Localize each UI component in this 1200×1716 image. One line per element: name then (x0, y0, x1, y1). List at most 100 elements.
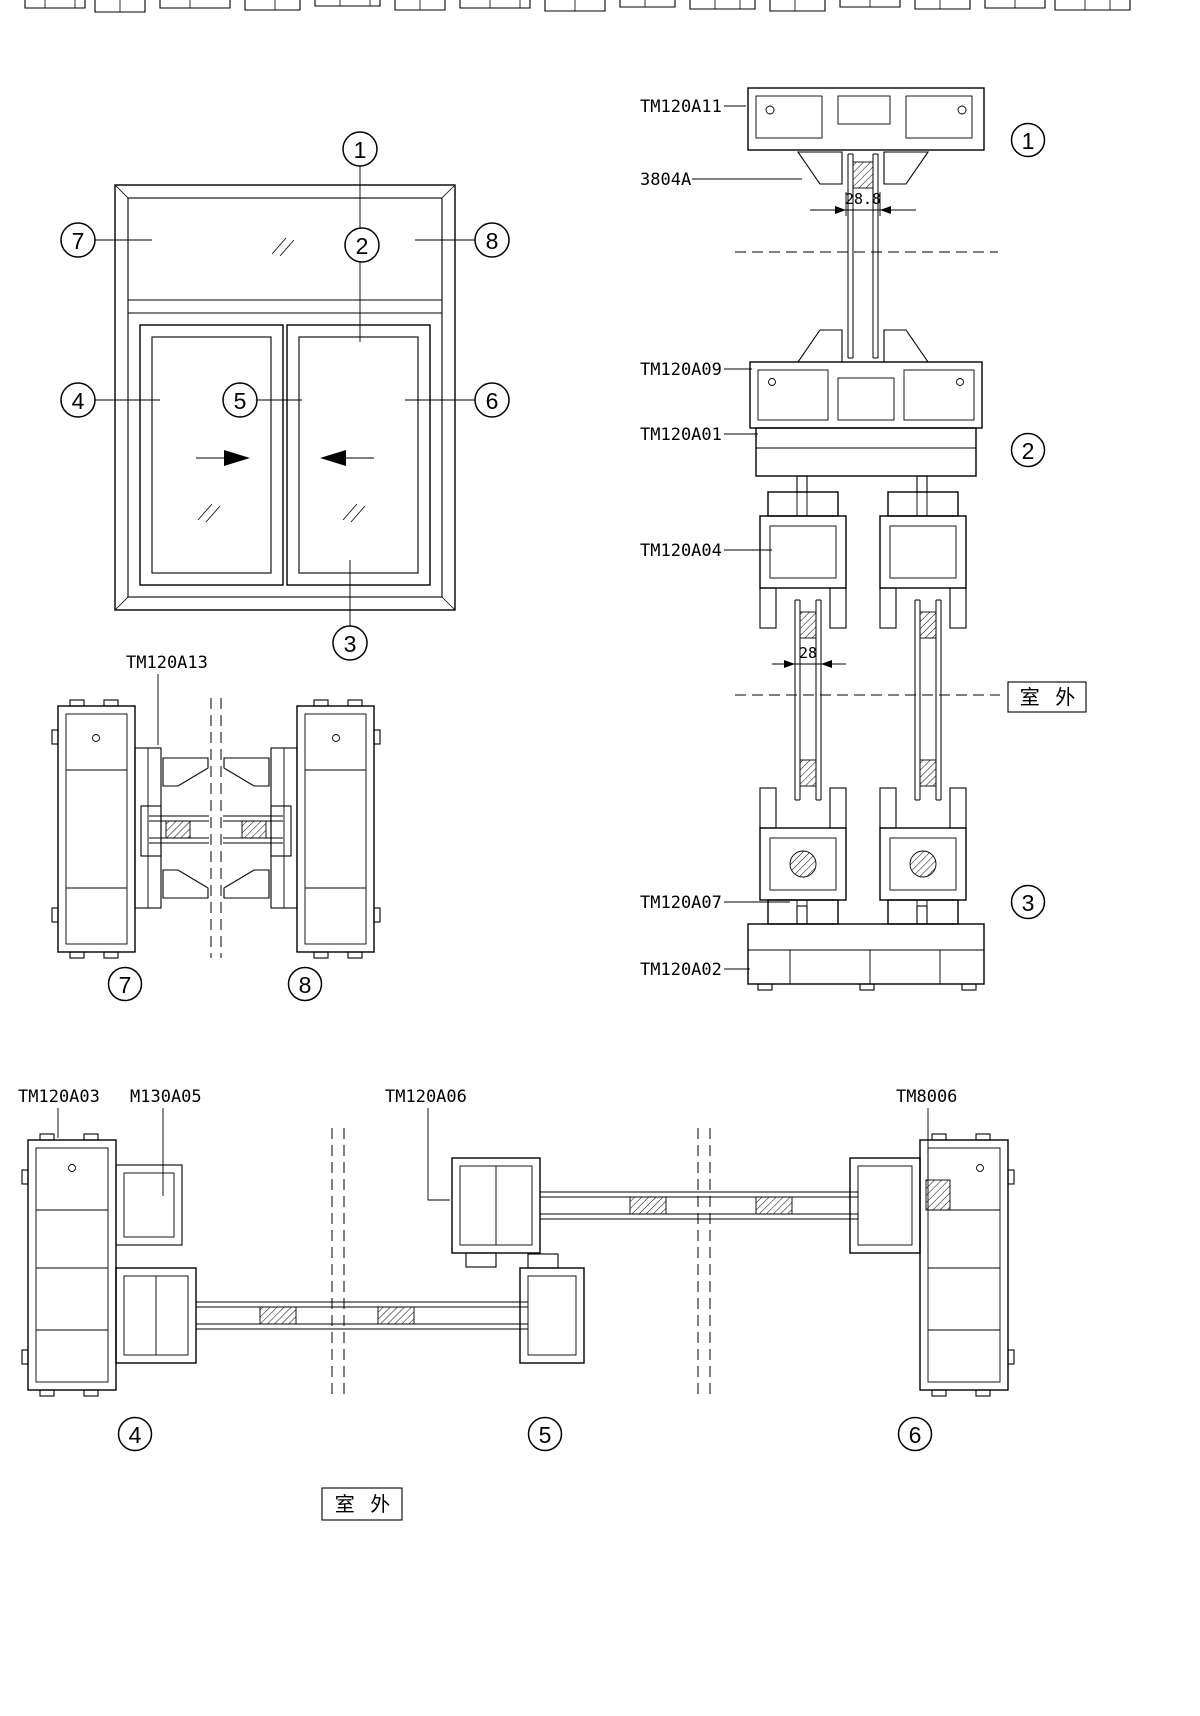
callout-number: 1 (1022, 128, 1035, 154)
jamb-foot (83, 1133, 99, 1141)
transom-profile (749, 329, 983, 429)
screw-port (957, 105, 967, 115)
track-webs (748, 949, 984, 984)
sash-chamber (769, 525, 837, 579)
callout-3-number: 3 (344, 631, 357, 657)
glass-spacer (241, 820, 267, 839)
glazing-leg (759, 787, 777, 829)
jamb-inner (927, 1147, 1001, 1383)
vertical-section: 28.8 (640, 87, 1087, 991)
glass-spacer (919, 759, 937, 787)
callout-6: 6 (474, 382, 510, 418)
sash-top-cap-left (767, 491, 839, 517)
dim-arrow-left (835, 206, 846, 214)
jamb-callout-7: 7 (107, 966, 143, 1002)
outdoor-box (321, 1487, 403, 1521)
callout-3-circle (332, 625, 368, 661)
sash-glazing-units (794, 599, 942, 801)
sash-bottom-cap-right (887, 899, 959, 925)
glazing-leg (759, 587, 777, 629)
callout-5-circle (222, 382, 258, 418)
callout-circle (1010, 122, 1046, 158)
callout-8-circle (474, 222, 510, 258)
transom-chamber-right (903, 369, 975, 421)
jamb-tab (373, 907, 381, 923)
jamb-tab (1007, 1169, 1015, 1185)
glass-spacer (377, 1306, 415, 1325)
glazing-leg (949, 587, 967, 629)
label-tm120a03: TM120A03 (18, 1087, 100, 1107)
jamb-outline (296, 705, 375, 953)
label-tm120a13: TM120A13 (126, 653, 208, 673)
head-frame-outline (747, 87, 985, 151)
sash-right (286, 324, 431, 586)
track-fin-left (796, 475, 808, 493)
track-rail-left (796, 905, 808, 925)
section-callout-2: 2 (1010, 432, 1046, 468)
screw-port (768, 378, 776, 386)
window-elevation: 1 2 7 8 4 5 6 3 (60, 131, 510, 661)
transom-bar (128, 299, 442, 314)
outdoor-text: 室 外 (335, 1493, 396, 1516)
filler-inner (123, 1172, 175, 1238)
adapter-outline (755, 427, 977, 477)
jamb-foot (83, 1389, 99, 1397)
sash-glass-right (914, 599, 942, 801)
jamb-webs (66, 769, 127, 889)
head-frame-profile (747, 87, 985, 185)
glass-spacer (852, 161, 874, 189)
glazing-leg (879, 787, 897, 829)
track-foot (757, 983, 773, 991)
jamb-foot (39, 1389, 55, 1397)
label-tm120a04: TM120A04 (640, 541, 722, 561)
left-jamb (21, 1133, 183, 1397)
callout-8-number: 8 (486, 228, 499, 254)
transom-bead-right (883, 329, 930, 363)
callout-number: 6 (909, 1422, 922, 1448)
transom-outline (749, 361, 983, 429)
outdoor-box (1007, 681, 1087, 713)
jamb-outline (27, 1139, 117, 1391)
sash-top-body-right (879, 515, 967, 589)
track-rail-right (916, 905, 928, 925)
jamb-tab (1007, 1349, 1015, 1365)
callout-6-circle (474, 382, 510, 418)
track-outline (747, 923, 985, 985)
jamb-foot (313, 699, 329, 707)
callout-circle (527, 1416, 563, 1452)
roller-right (909, 850, 937, 878)
frame-inner-line (127, 197, 443, 598)
sash-left-outline (139, 324, 284, 586)
jamb-inner (65, 713, 128, 945)
label-tm120a06: TM120A06 (385, 1087, 467, 1107)
inner-sash-rail (451, 1157, 921, 1268)
callout-4: 4 (60, 382, 96, 418)
callout-2-number: 2 (356, 233, 369, 259)
glass-spacer (259, 1306, 297, 1325)
callout-4-circle (60, 382, 96, 418)
jamb-foot (347, 951, 363, 959)
dim-arrow-right (880, 206, 891, 214)
jamb-inner (35, 1147, 109, 1383)
sash-chamber (769, 837, 837, 891)
callout-circle (1010, 432, 1046, 468)
callout-number: 8 (299, 972, 312, 998)
roller-left (789, 850, 817, 878)
jamb-tab (21, 1349, 29, 1365)
interlock-hook-bottom (223, 869, 270, 899)
glazing-bead-right (883, 151, 930, 185)
edge-fragment-webs (44, 0, 1111, 12)
jamb-webs (305, 769, 366, 889)
outdoor-text: 室 外 (1020, 686, 1081, 709)
glass-lines (540, 1191, 859, 1220)
interlock-hook-bottom (162, 869, 209, 899)
callout-7-number: 7 (72, 228, 85, 254)
callout-8: 8 (474, 222, 510, 258)
callout-2-circle (344, 227, 380, 263)
label-leader-lines (692, 105, 802, 970)
outdoor-label-box-bottom: 室 外 (321, 1487, 403, 1521)
dim-value-28-8: 28.8 (845, 190, 881, 208)
callout-circle (287, 966, 323, 1002)
jamb-outline (57, 705, 136, 953)
callout-1-circle (342, 131, 378, 167)
